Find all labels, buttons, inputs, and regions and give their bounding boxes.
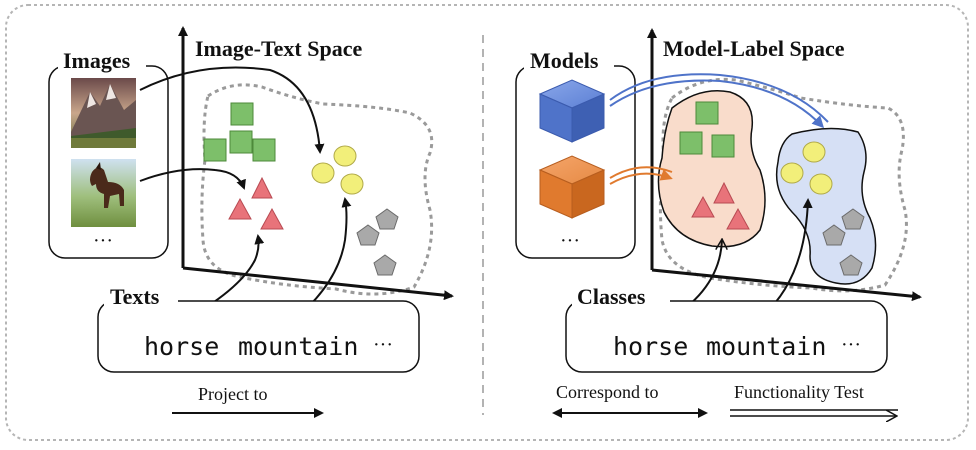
classes-label-bg xyxy=(572,282,670,312)
images-label: Images xyxy=(63,48,131,73)
left-square-cluster xyxy=(203,102,276,162)
left-triangle-cluster xyxy=(228,176,284,230)
classes-box xyxy=(565,300,888,373)
left-panel-title: Image-Text Space xyxy=(195,36,362,61)
left-panel: Image-Text Space Images ··· xyxy=(48,26,454,418)
triangle-shape xyxy=(260,207,284,230)
triangle-shape xyxy=(691,195,715,218)
images-label-bg xyxy=(58,44,146,76)
square-shape xyxy=(252,138,276,162)
right-pentagon-cluster xyxy=(822,208,865,276)
mountain-landscape-image xyxy=(71,78,136,148)
legend-project-to: Project to xyxy=(198,384,268,404)
right-panel-title: Model-Label Space xyxy=(663,36,845,61)
right-triangle-cluster xyxy=(691,181,750,230)
square-shape xyxy=(230,102,254,126)
triangle-shape xyxy=(251,176,273,199)
left-pentagon-cluster xyxy=(356,208,399,276)
pentagon-shape xyxy=(356,224,380,246)
square-shape xyxy=(229,130,253,154)
images-more-ellipsis: ··· xyxy=(93,230,113,252)
text-word-horse: horse xyxy=(144,332,219,361)
class-word-horse: horse xyxy=(613,332,688,361)
text-word-mountain: mountain xyxy=(238,332,358,361)
pentagon-shape xyxy=(373,254,397,276)
circle-shape xyxy=(809,173,833,195)
orange-functionality-arrow xyxy=(609,166,673,185)
circle-shape xyxy=(311,162,335,184)
triangle-shape xyxy=(726,207,750,230)
legend-correspond-to: Correspond to xyxy=(556,382,659,402)
blue-functionality-arrow xyxy=(609,73,829,129)
circle-shape xyxy=(333,145,357,167)
left-x-axis xyxy=(182,266,454,301)
texts-label-bg xyxy=(104,282,178,312)
circle-shape xyxy=(340,173,364,195)
project-arrow-horse xyxy=(139,168,246,190)
square-shape xyxy=(679,131,703,155)
project-arrow-mountain xyxy=(139,66,325,154)
models-label-bg xyxy=(524,44,614,76)
outer-frame xyxy=(5,4,969,441)
orange-model-cube-icon xyxy=(538,155,606,219)
left-circle-cluster xyxy=(311,145,364,195)
models-label: Models xyxy=(530,48,599,73)
square-shape xyxy=(203,138,227,162)
right-square-cluster xyxy=(679,101,735,158)
texts-more-ellipsis: ··· xyxy=(373,334,393,356)
pentagon-shape xyxy=(822,224,846,246)
circle-shape xyxy=(780,162,804,184)
classes-label: Classes xyxy=(577,284,646,309)
class-word-mountain: mountain xyxy=(706,332,826,361)
pentagon-shape xyxy=(839,254,863,276)
texts-label: Texts xyxy=(110,284,160,309)
texts-box xyxy=(97,300,420,373)
circle-shape xyxy=(802,141,826,163)
legend-functionality-arrow xyxy=(730,409,898,416)
models-more-ellipsis: ··· xyxy=(560,230,580,252)
pentagon-shape xyxy=(375,208,399,230)
legend-functionality-test: Functionality Test xyxy=(734,382,864,402)
pentagon-shape xyxy=(841,208,865,230)
square-shape xyxy=(711,134,735,158)
right-panel: Model-Label Space xyxy=(515,28,922,416)
horse-image xyxy=(71,159,136,227)
right-circle-cluster xyxy=(780,141,833,195)
triangle-shape xyxy=(713,181,735,204)
square-shape xyxy=(695,101,719,125)
classes-more-ellipsis: ··· xyxy=(841,334,861,356)
triangle-shape xyxy=(228,197,252,220)
blue-model-cube-icon xyxy=(538,79,606,143)
